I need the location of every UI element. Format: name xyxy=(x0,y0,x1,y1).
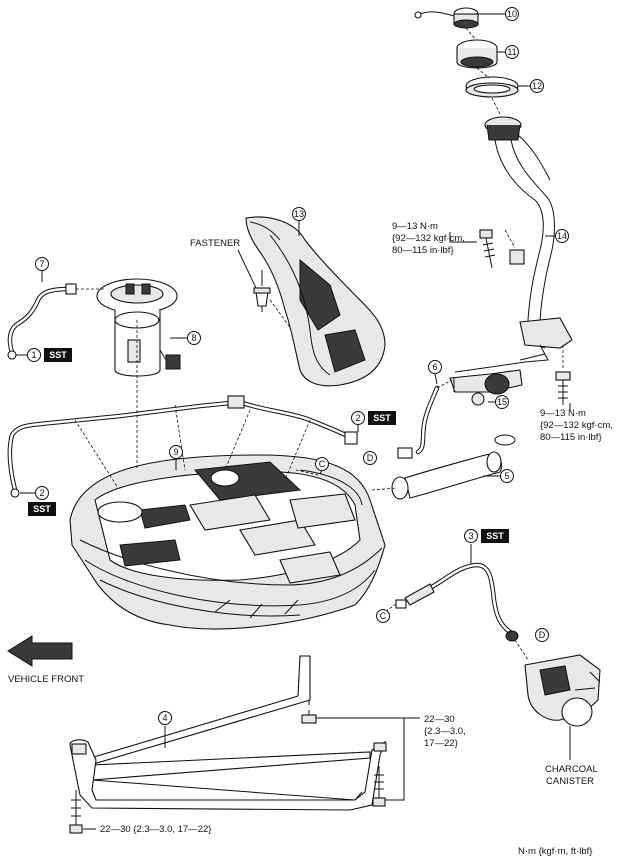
svg-text:SST: SST xyxy=(486,531,504,541)
callout-9: 9 xyxy=(169,445,183,459)
svg-text:5: 5 xyxy=(504,471,509,481)
svg-text:SST: SST xyxy=(49,350,67,360)
charcoal-canister-label: CHARCOAL CANISTER xyxy=(545,764,598,787)
callout-14: 14 xyxy=(555,229,569,243)
callout-D-lower: D xyxy=(535,628,549,642)
callout-11: 11 xyxy=(505,45,519,59)
torque-strap-bottom: 22—30 {2.3—3.0, 17—22} xyxy=(100,824,211,835)
heat-insulator xyxy=(245,216,386,387)
fuel-pump-unit xyxy=(96,278,181,377)
svg-text:{92—132 kgf·cm,: {92—132 kgf·cm, xyxy=(392,233,465,244)
sst-badge-2-left: SST xyxy=(28,502,56,516)
svg-text:7: 7 xyxy=(39,259,44,269)
svg-text:14: 14 xyxy=(557,231,567,241)
callout-C-upper: C xyxy=(315,457,329,471)
callout-4: 4 xyxy=(158,711,172,725)
fastener-label: FASTENER xyxy=(190,238,240,249)
evap-check-valve xyxy=(449,369,523,406)
svg-text:4: 4 xyxy=(162,713,167,723)
callout-6: 6 xyxy=(428,360,442,374)
callout-C-lower: C xyxy=(376,609,390,623)
svg-text:3: 3 xyxy=(468,531,473,541)
callout-8: 8 xyxy=(187,331,201,345)
bolt-strap-right xyxy=(372,766,386,807)
svg-text:2: 2 xyxy=(39,488,44,498)
vehicle-front-arrow xyxy=(7,635,73,667)
svg-text:11: 11 xyxy=(507,47,516,57)
gasket-ring xyxy=(465,76,519,98)
filler-pipe xyxy=(454,116,573,373)
torque-filler-lower: 9—13 N·m {92—132 kgf·cm, 80—115 in·lbf} xyxy=(540,408,613,443)
torque-strap-right: 22—30 {2.3—3.0, 17—22} xyxy=(424,714,466,749)
svg-text:22—30: 22—30 xyxy=(424,714,455,725)
sst-badge-3: SST xyxy=(481,529,509,543)
bolt-strap-upper xyxy=(301,700,317,724)
callout-15: 15 xyxy=(495,395,509,409)
svg-text:CHARCOAL: CHARCOAL xyxy=(545,764,598,775)
svg-text:{2.3—3.0,: {2.3—3.0, xyxy=(424,726,466,737)
svg-text:17—22}: 17—22} xyxy=(424,738,458,749)
fuel-hose-main xyxy=(7,395,358,498)
callout-D-upper: D xyxy=(363,451,377,465)
callout-2-left: 2 xyxy=(35,486,49,500)
fuel-cap xyxy=(414,7,479,29)
svg-text:2: 2 xyxy=(355,413,360,423)
units-legend: N·m {kgf·m, ft·lbf} xyxy=(518,846,592,857)
fuel-line-3 xyxy=(384,562,529,661)
fuel-tank-strap xyxy=(69,655,387,811)
bolt-strap-left xyxy=(69,790,83,834)
sst-badge-1: SST xyxy=(44,348,72,362)
svg-text:15: 15 xyxy=(497,397,507,407)
sst-badge-2-right: SST xyxy=(368,411,396,425)
callout-13: 13 xyxy=(292,207,306,221)
svg-text:{92—132 kgf·cm,: {92—132 kgf·cm, xyxy=(540,420,613,431)
svg-text:9—13 N·m: 9—13 N·m xyxy=(540,408,586,419)
callout-2-right: 2 xyxy=(351,411,365,425)
svg-text:10: 10 xyxy=(507,9,517,19)
svg-text:D: D xyxy=(539,630,546,640)
callout-1: 1 xyxy=(27,348,41,362)
svg-text:9—13 N·m: 9—13 N·m xyxy=(392,221,438,232)
svg-text:6: 6 xyxy=(432,362,437,372)
callout-10: 10 xyxy=(505,7,519,21)
svg-text:80—115 in·lbf}: 80—115 in·lbf} xyxy=(540,432,602,443)
callout-12: 12 xyxy=(530,79,544,93)
svg-text:9: 9 xyxy=(173,447,178,457)
evap-hose-6 xyxy=(397,379,453,459)
svg-text:SST: SST xyxy=(373,413,391,423)
filler-hose-5 xyxy=(371,434,516,500)
svg-text:1: 1 xyxy=(31,350,36,360)
svg-text:13: 13 xyxy=(294,209,304,219)
fastener xyxy=(253,270,271,312)
bolt-filler-lower xyxy=(555,371,571,405)
svg-text:8: 8 xyxy=(191,333,196,343)
callout-3: 3 xyxy=(464,529,478,543)
charcoal-canister xyxy=(524,654,601,760)
svg-text:D: D xyxy=(367,453,374,463)
svg-text:C: C xyxy=(319,459,326,469)
filler-neck-adapter xyxy=(456,39,498,69)
callout-5: 5 xyxy=(500,469,514,483)
vehicle-front-label: VEHICLE FRONT xyxy=(8,674,84,685)
fuel-tank xyxy=(69,454,386,630)
torque-filler-upper: 9—13 N·m {92—132 kgf·cm, 80—115 in·lbf} xyxy=(392,221,465,256)
svg-text:12: 12 xyxy=(532,81,542,91)
svg-text:CANISTER: CANISTER xyxy=(546,776,594,787)
fuel-line-7 xyxy=(7,283,105,360)
bolt-filler-upper xyxy=(479,229,496,269)
callout-7: 7 xyxy=(35,257,49,271)
svg-text:80—115 in·lbf}: 80—115 in·lbf} xyxy=(392,245,454,256)
svg-text:SST: SST xyxy=(33,504,51,514)
svg-text:C: C xyxy=(380,611,387,621)
